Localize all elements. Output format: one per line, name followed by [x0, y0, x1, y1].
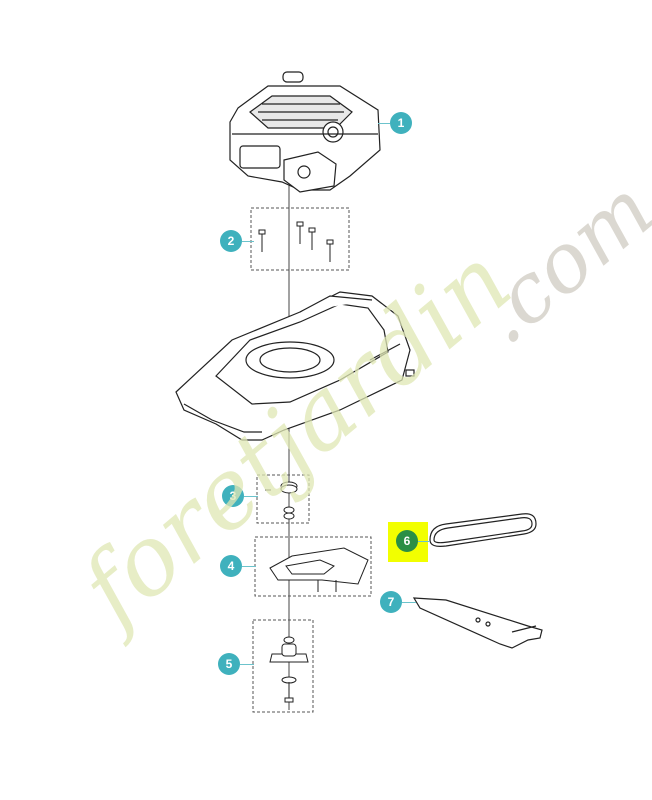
- callout-1[interactable]: 1: [390, 112, 412, 134]
- callout-2-leader: [242, 241, 254, 242]
- screws-part: [250, 207, 350, 271]
- callout-7-leader: [402, 602, 416, 603]
- callout-7[interactable]: 7: [380, 591, 402, 613]
- callout-5[interactable]: 5: [218, 653, 240, 675]
- mower-deck: [175, 291, 415, 441]
- pulley-part: [252, 619, 314, 713]
- callout-6[interactable]: 6: [396, 530, 418, 552]
- blade-part: [412, 597, 543, 649]
- callout-4[interactable]: 4: [220, 555, 242, 577]
- callout-2[interactable]: 2: [220, 230, 242, 252]
- belt-part: [429, 513, 537, 547]
- callout-3-leader: [244, 496, 258, 497]
- callout-4-leader: [242, 566, 256, 567]
- callout-6-leader: [418, 541, 430, 542]
- adapter-part: [254, 536, 372, 597]
- callout-3[interactable]: 3: [222, 485, 244, 507]
- engine-part: [229, 71, 381, 193]
- washer-part: [256, 474, 310, 524]
- callout-1-leader: [378, 123, 390, 124]
- callout-5-leader: [240, 664, 254, 665]
